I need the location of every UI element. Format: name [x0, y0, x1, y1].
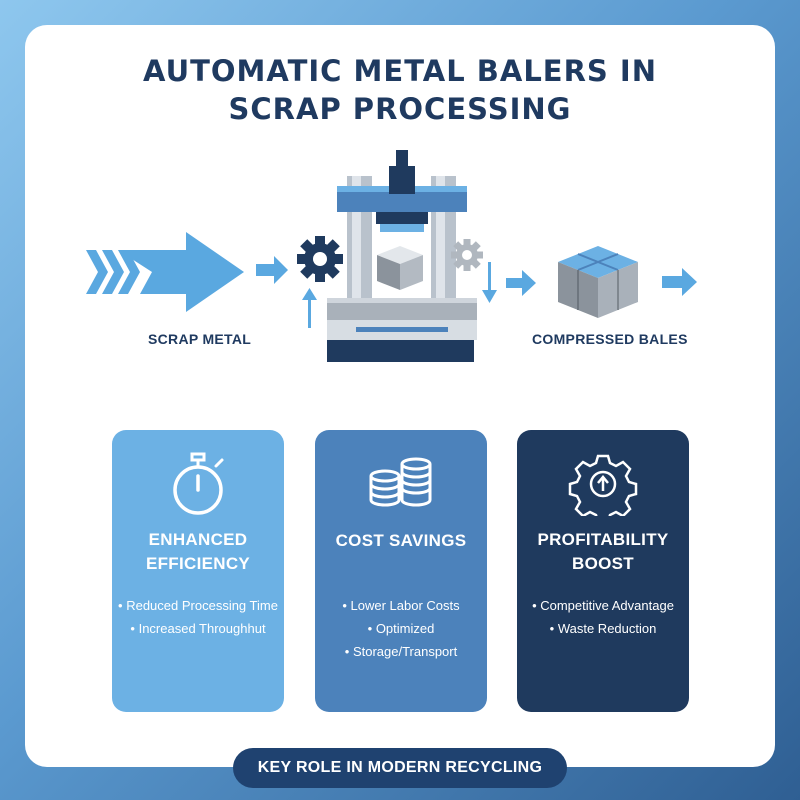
panel-bullets: Reduced Processing Time Increased Throug… — [112, 594, 284, 640]
compressed-bale-icon — [558, 246, 638, 318]
list-item: Competitive Advantage — [517, 594, 689, 617]
scrap-metal-label: SCRAP METAL — [148, 331, 252, 347]
list-item: Storage/Transport — [315, 640, 487, 663]
panel-bullets: Lower Labor Costs Optimized Storage/Tran… — [315, 594, 487, 663]
panel-bullets: Competitive Advantage Waste Reduction — [517, 594, 689, 640]
large-input-arrow-icon — [118, 232, 244, 312]
left-gear-icon — [297, 236, 343, 282]
list-item: Lower Labor Costs — [315, 594, 487, 617]
input-chevron-icon — [86, 250, 140, 294]
coins-icon — [369, 457, 432, 507]
footer-banner: KEY ROLE IN MODERN RECYCLING — [233, 748, 567, 788]
panel-enhanced-efficiency: ENHANCED EFFICIENCY Reduced Processing T… — [112, 430, 284, 712]
compressed-bales-label: COMPRESSED BALES — [532, 331, 688, 347]
list-item: Optimized — [315, 617, 487, 640]
arrow-to-press-icon — [256, 256, 288, 284]
list-item: Reduced Processing Time — [112, 594, 284, 617]
gear-growth-icon — [568, 454, 638, 516]
baler-process-diagram — [86, 150, 697, 362]
panel-heading: PROFITABILITY BOOST — [537, 530, 669, 573]
list-item: Waste Reduction — [517, 617, 689, 640]
stopwatch-icon — [173, 452, 224, 515]
list-item: Increased Throughhut — [112, 617, 284, 640]
page-title: AUTOMATIC METAL BALERS IN SCRAP PROCESSI… — [0, 52, 800, 128]
hydraulic-press-icon — [327, 150, 477, 362]
up-arrow-icon — [302, 288, 317, 328]
panel-heading: ENHANCED EFFICIENCY — [145, 530, 251, 573]
panel-cost-savings: COST SAVINGS Lower Labor Costs Optimized… — [315, 430, 487, 712]
right-gear-icon — [451, 239, 483, 271]
scrap-cube-icon — [377, 246, 423, 290]
title-line-2: SCRAP PROCESSING — [228, 92, 572, 126]
panel-heading: COST SAVINGS — [335, 531, 467, 550]
arrow-to-bale-icon — [506, 270, 536, 296]
title-line-1: AUTOMATIC METAL BALERS IN — [143, 54, 657, 88]
down-arrow-icon — [482, 262, 497, 303]
panel-profitability-boost: PROFITABILITY BOOST Competitive Advantag… — [517, 430, 689, 712]
output-arrow-icon — [662, 268, 697, 296]
